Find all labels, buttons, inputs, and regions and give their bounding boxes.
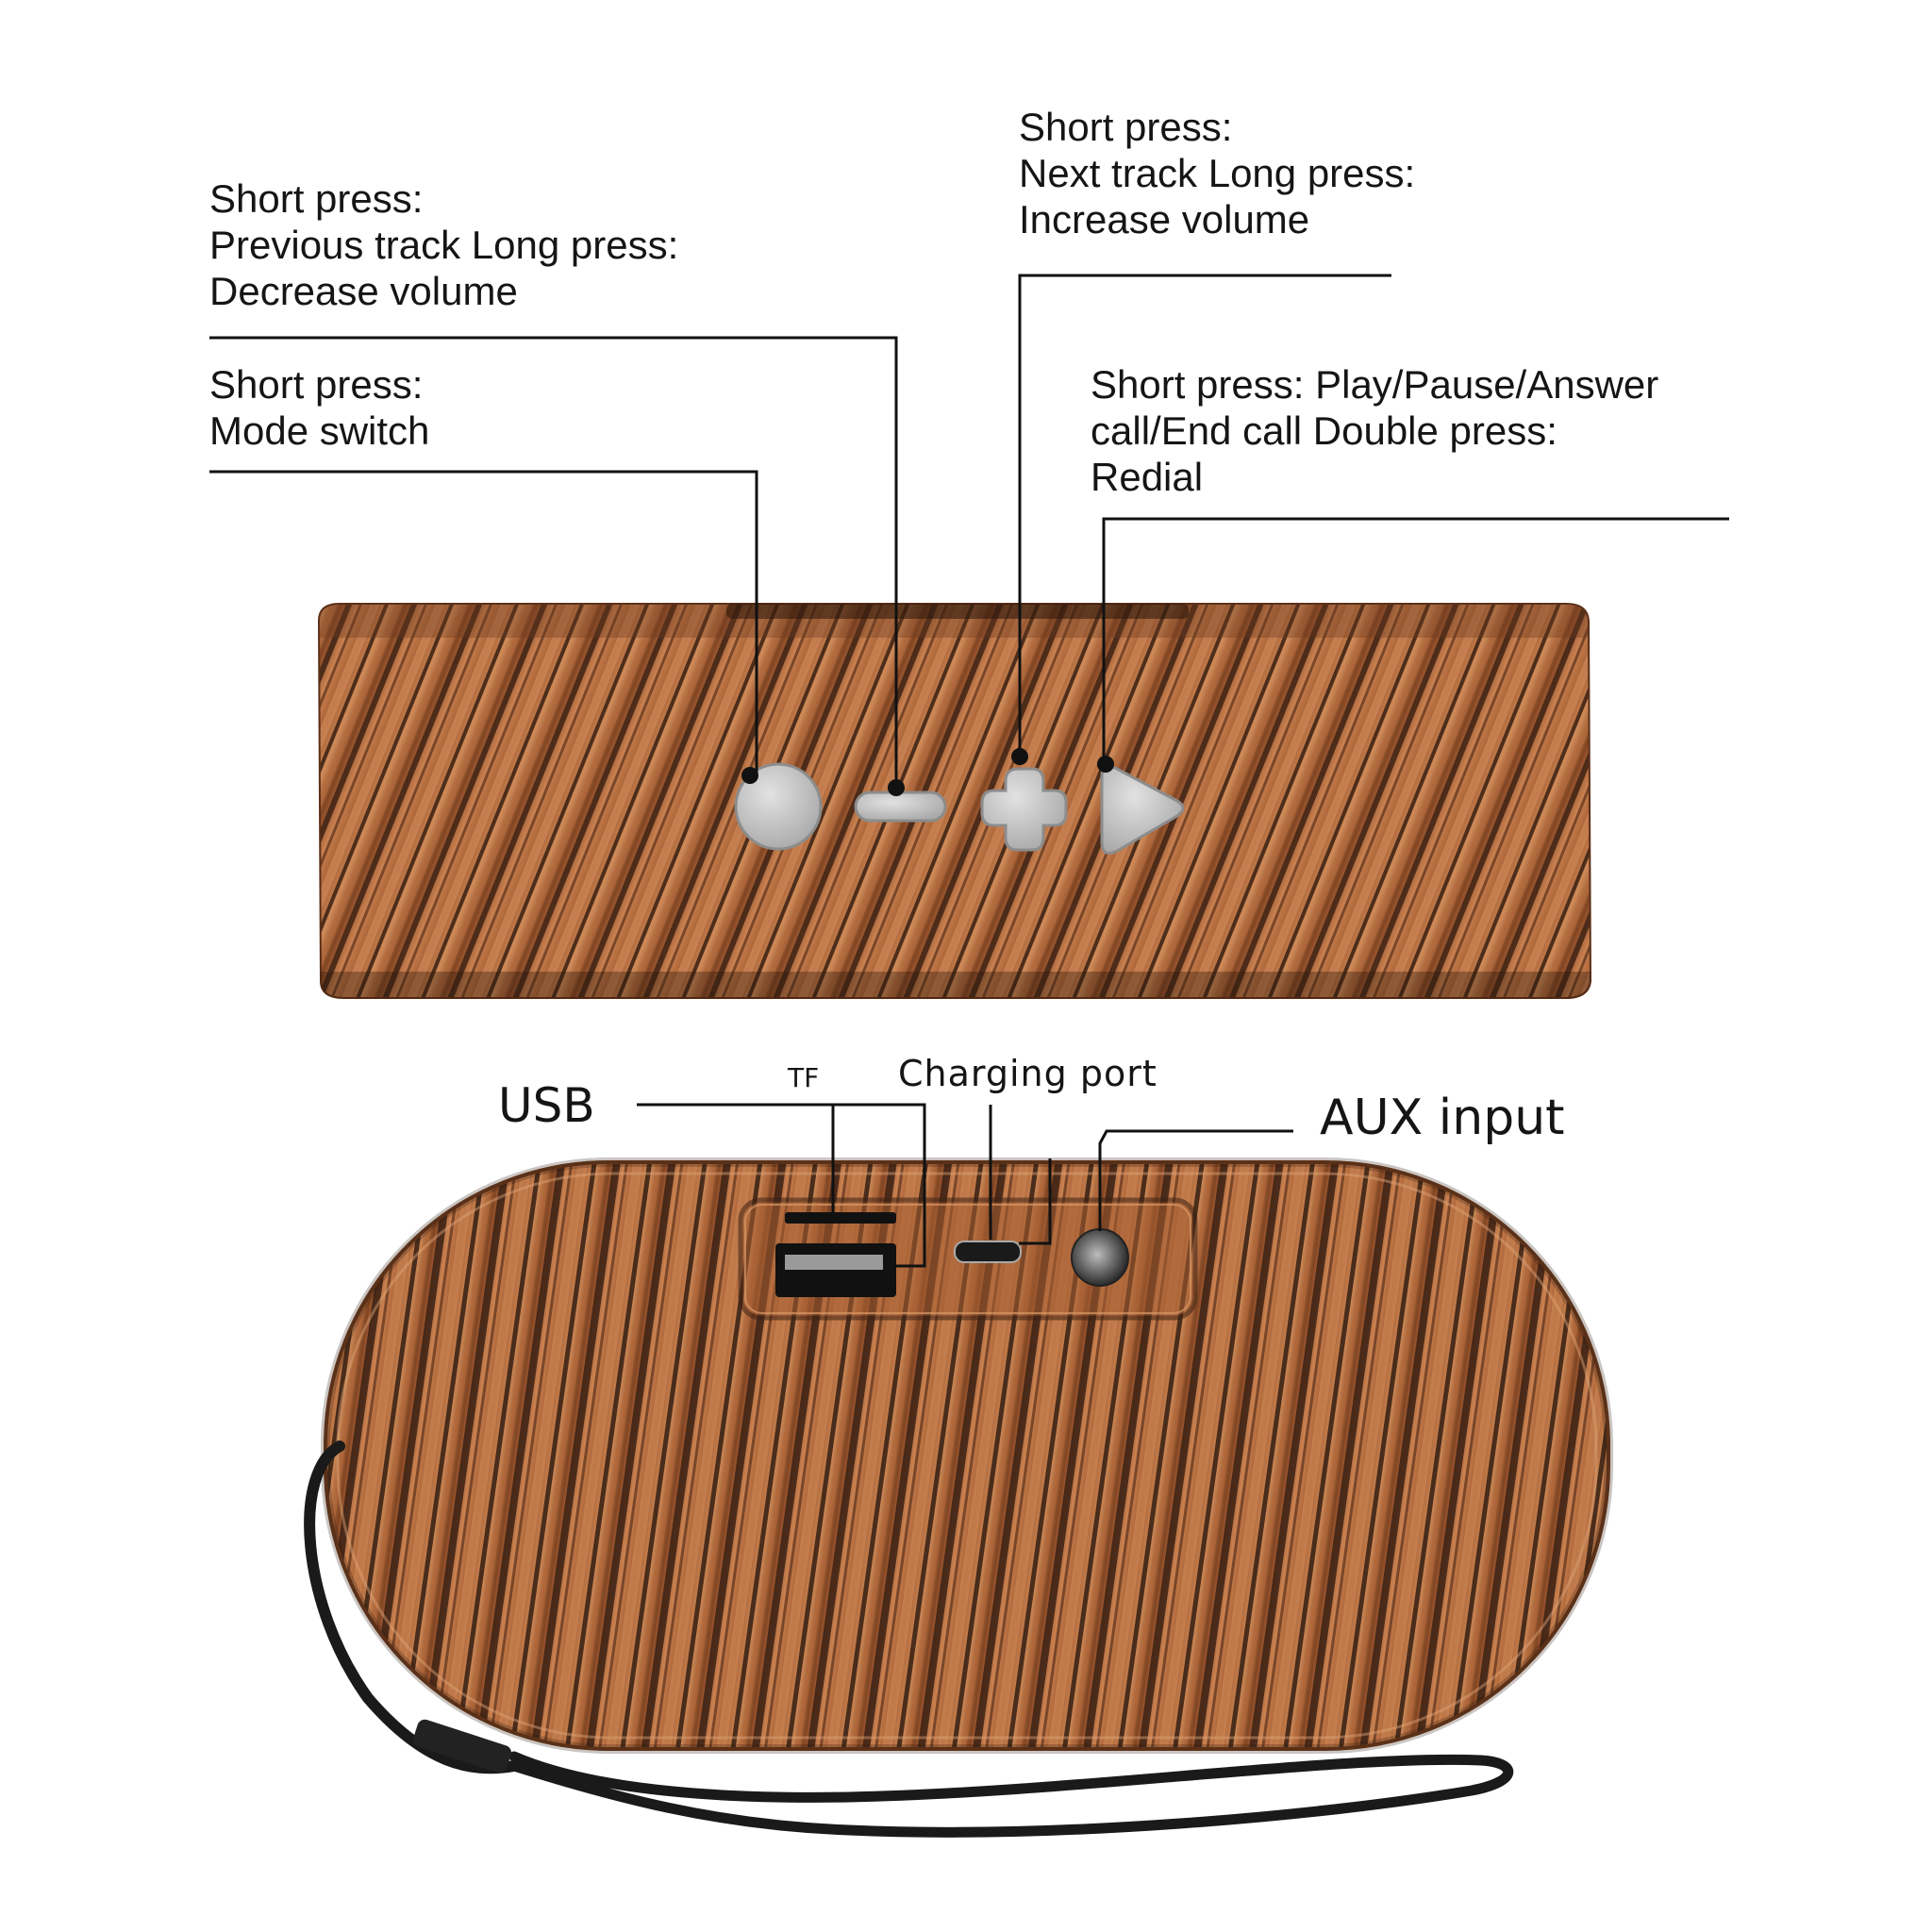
callout-prev-track: Short press: Previous track Long press: … <box>209 175 678 314</box>
minus-button[interactable] <box>854 791 947 823</box>
callout-line: Short press: <box>209 176 424 221</box>
label-charging-port: Charging port <box>898 1053 1158 1094</box>
charging-port[interactable] <box>954 1241 1022 1263</box>
plus-button[interactable] <box>980 767 1068 852</box>
plus-icon <box>980 767 1068 852</box>
dot-play <box>1097 756 1114 773</box>
micro-usb-port-icon <box>954 1241 1022 1263</box>
callout-line: Redial <box>1091 455 1204 499</box>
dot-plus <box>1011 748 1028 765</box>
leader-aux <box>1098 1129 1293 1231</box>
aux-jack-icon <box>1071 1228 1129 1287</box>
leader-dots <box>741 748 1114 796</box>
tf-slot-icon <box>785 1212 896 1224</box>
tf-slot[interactable] <box>785 1212 896 1224</box>
strap-adjuster <box>412 1719 512 1774</box>
label-aux-input: AUX input <box>1320 1090 1565 1146</box>
callout-mode-switch: Short press: Mode switch <box>209 361 429 454</box>
dot-minus <box>888 779 905 796</box>
callout-next-track: Short press: Next track Long press: Incr… <box>1019 104 1415 242</box>
aux-jack[interactable] <box>1071 1228 1129 1287</box>
callout-line: Increase volume <box>1019 197 1310 242</box>
circle-icon <box>734 762 823 851</box>
top-leader-lines <box>209 274 1729 788</box>
callout-line: Decrease volume <box>209 269 518 313</box>
callout-line: Previous track Long press: <box>209 223 679 267</box>
leader-next-track <box>1018 274 1391 755</box>
usb-port-icon <box>775 1243 896 1297</box>
speaker-front <box>317 603 1592 999</box>
label-usb: USB <box>498 1078 595 1133</box>
bottom-leader-lines <box>637 1103 1293 1268</box>
callout-line: Short press: <box>209 362 424 407</box>
callout-line: Next track Long press: <box>1019 151 1416 195</box>
callout-line: Short press: Play/Pause/Answer <box>1091 362 1659 407</box>
usb-port[interactable] <box>775 1243 896 1297</box>
minus-icon <box>854 791 947 823</box>
leader-usb <box>637 1103 926 1268</box>
leader-prev-track <box>209 336 898 788</box>
callout-line: Mode switch <box>209 408 430 453</box>
callout-play-pause: Short press: Play/Pause/Answer call/End … <box>1091 361 1658 500</box>
callout-line: call/End call Double press: <box>1091 408 1557 453</box>
label-tf: TF <box>788 1062 820 1093</box>
leader-play-pause <box>1102 517 1729 762</box>
lanyard-strap <box>304 1441 1514 1838</box>
leader-mode-switch <box>209 470 758 774</box>
callout-line: Short press: <box>1019 105 1233 149</box>
leader-charging-hook <box>1019 1158 1052 1245</box>
mode-button[interactable] <box>734 762 823 851</box>
dot-mode <box>741 767 758 784</box>
